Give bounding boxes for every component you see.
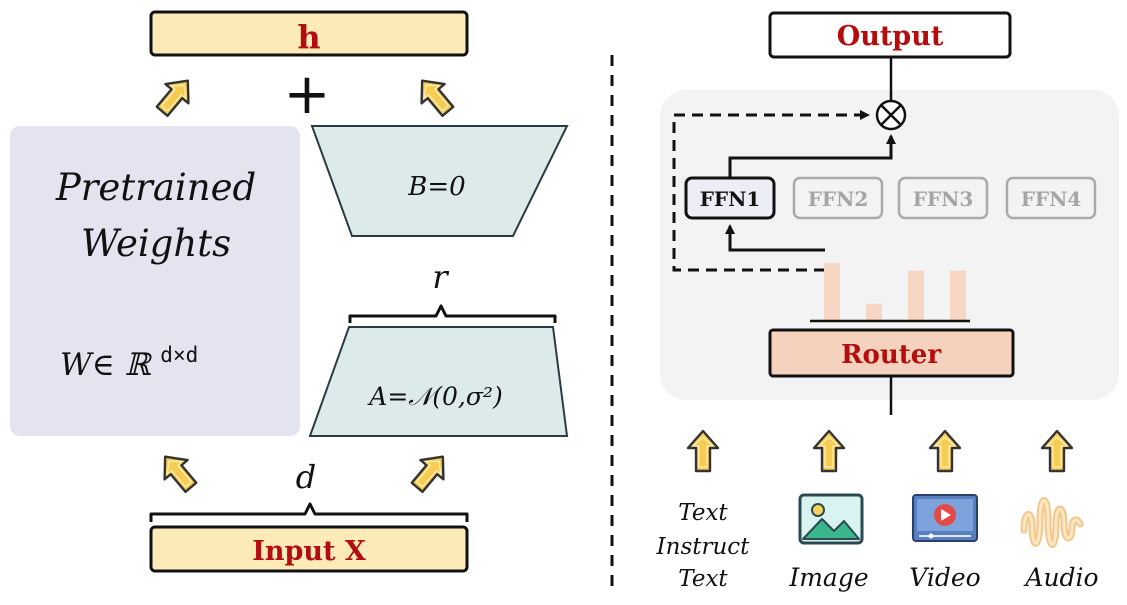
expert-box-4	[1005, 176, 1097, 220]
output-h-label: h	[297, 18, 320, 56]
input-x-label: Input X	[252, 536, 366, 567]
image-icon	[798, 493, 864, 545]
expert-label-4: FFN4	[1021, 187, 1082, 211]
video-input-label: Video	[909, 563, 980, 592]
expert-label-2: FFN2	[808, 187, 869, 211]
pretrained-title-line1: Pretrained	[55, 166, 256, 209]
ffn1-output-arrow	[728, 134, 896, 178]
text-input-line3: Text	[678, 566, 728, 592]
modality-inputs: Text Instruct Text Image Video	[656, 429, 1099, 592]
dimension-brace	[149, 502, 469, 522]
up-arrow-icon	[404, 445, 456, 499]
up-arrow-icon	[409, 69, 461, 123]
expert-label-3: FFN3	[913, 187, 974, 211]
adapter-b-label: B=0	[407, 172, 465, 202]
adapter-b-block	[310, 125, 569, 237]
weight-formula-main: W∈ ℝ	[60, 347, 153, 383]
router-weight-bar-1	[824, 263, 840, 320]
rank-label: r	[432, 258, 449, 296]
rank-brace	[348, 304, 557, 323]
up-arrow-icon	[812, 429, 846, 473]
weight-formula: W∈ ℝ d×d	[60, 343, 198, 383]
lora-panel: h + Pretrained Weights W∈ ℝ d×d B=0 r A=…	[10, 10, 569, 573]
video-icon	[912, 494, 978, 542]
plus-symbol: +	[284, 62, 331, 127]
combine-operator	[875, 99, 907, 131]
output-label: Output	[837, 21, 944, 52]
pretrained-title-line2: Weights	[81, 222, 231, 265]
router-weight-bar-2	[866, 303, 882, 320]
router-weight-bar-3	[908, 270, 924, 320]
text-input-line2: Instruct	[656, 534, 751, 560]
expert-row: FFN1 FFN2 FFN3 FFN4	[684, 176, 1097, 220]
adapter-a-block	[308, 326, 569, 437]
router-weight-bars	[824, 263, 966, 320]
moe-panel: Output FFN1 FFN2 FFN3 FFN4 Router	[656, 11, 1119, 592]
expert-label-1: FFN1	[700, 187, 761, 211]
dimension-label: d	[296, 458, 316, 496]
moe-background	[660, 90, 1119, 400]
up-arrow-icon	[149, 69, 201, 123]
expert-box-2	[792, 176, 884, 220]
up-arrow-icon	[1040, 429, 1074, 473]
router-to-ffn1-arrow	[725, 224, 825, 252]
up-arrow-icon	[152, 445, 204, 499]
audio-input-label: Audio	[1023, 563, 1098, 592]
router-label: Router	[841, 340, 941, 370]
gate-weight-dashed-arrow	[672, 110, 870, 272]
weight-formula-sup: d×d	[160, 343, 198, 367]
expert-box-1	[684, 176, 776, 220]
router-weight-bar-4	[950, 270, 966, 320]
image-input-label: Image	[788, 563, 868, 592]
pretrained-weights-block	[10, 126, 300, 436]
audio-wave-icon	[1020, 497, 1084, 548]
up-arrow-icon	[686, 429, 720, 473]
adapter-a-label: A=𝒩(0,σ²)	[367, 382, 502, 411]
expert-box-3	[897, 176, 989, 220]
text-input-line1: Text	[678, 500, 728, 526]
up-arrow-icon	[928, 429, 962, 473]
input-x-box	[149, 525, 469, 573]
output-h-box	[149, 10, 469, 57]
